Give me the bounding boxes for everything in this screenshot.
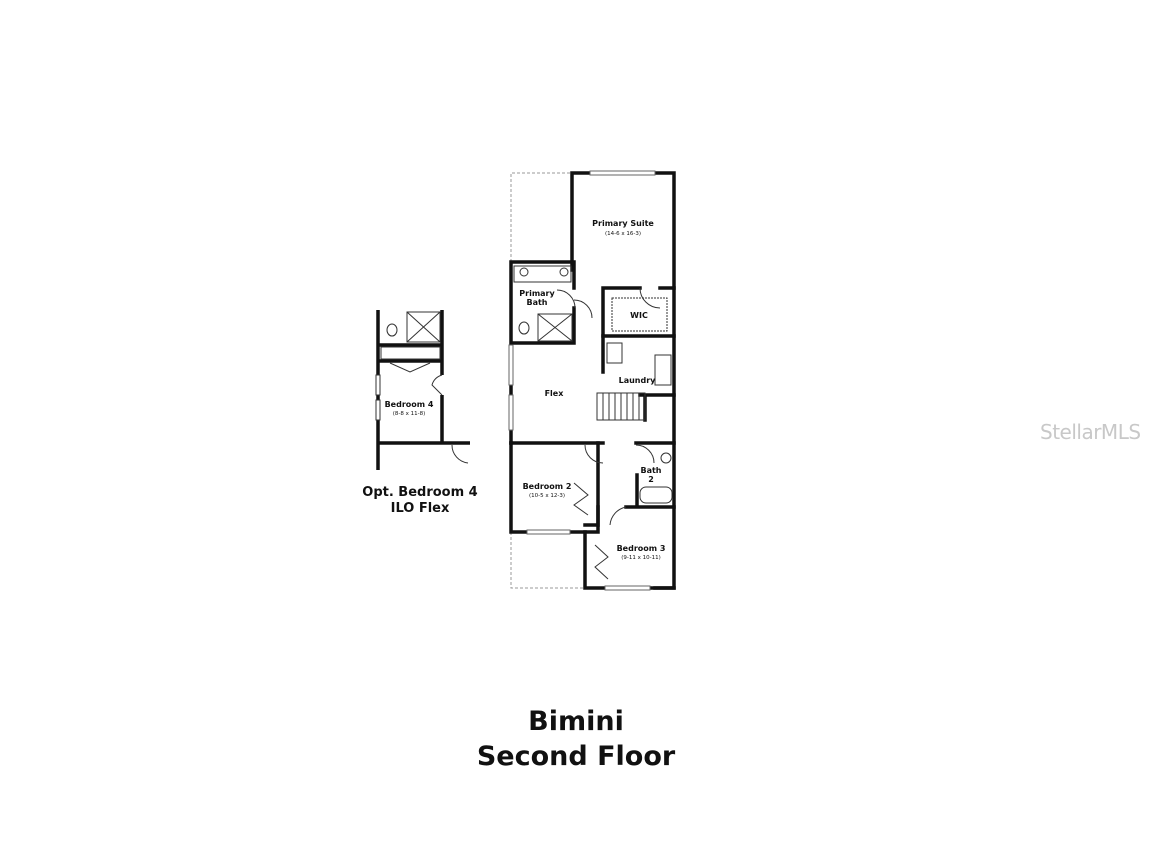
plan-title-line-1: Bimini <box>528 706 624 737</box>
option-caption-line-1: Opt. Bedroom 4 <box>362 485 478 500</box>
dashed-outline <box>510 172 585 589</box>
room-dims-bedroom-2: (10-5 x 12-3) <box>529 493 565 499</box>
room-label-primary-bath-1: Primary <box>519 289 555 298</box>
option-caption-line-2: ILO Flex <box>390 501 450 516</box>
room-label-bedroom-2: Bedroom 2 <box>523 482 572 491</box>
room-dims-bedroom-3: (9-11 x 10-11) <box>621 555 661 561</box>
room-label-bath-2-2: 2 <box>648 475 654 484</box>
fixtures <box>513 265 673 580</box>
room-label-bedroom-3: Bedroom 3 <box>617 544 666 553</box>
room-label-bath-2-1: Bath <box>640 466 661 475</box>
room-dims-bedroom-4: (8-8 x 11-8) <box>393 411 426 417</box>
optional-bedroom-4-plan <box>375 310 470 470</box>
room-label-laundry: Laundry <box>619 376 657 385</box>
plan-title-line-2: Second Floor <box>476 741 676 772</box>
room-label-primary-suite: Primary Suite <box>592 219 654 228</box>
windows <box>508 170 656 591</box>
room-label-wic: WIC <box>630 311 648 320</box>
room-label-bedroom-4: Bedroom 4 <box>385 400 434 409</box>
room-label-primary-bath-2: Bath <box>526 298 547 307</box>
watermark: StellarMLS <box>1040 420 1141 444</box>
room-label-flex: Flex <box>545 389 565 398</box>
room-dims-primary-suite: (14-6 x 16-3) <box>605 231 641 237</box>
